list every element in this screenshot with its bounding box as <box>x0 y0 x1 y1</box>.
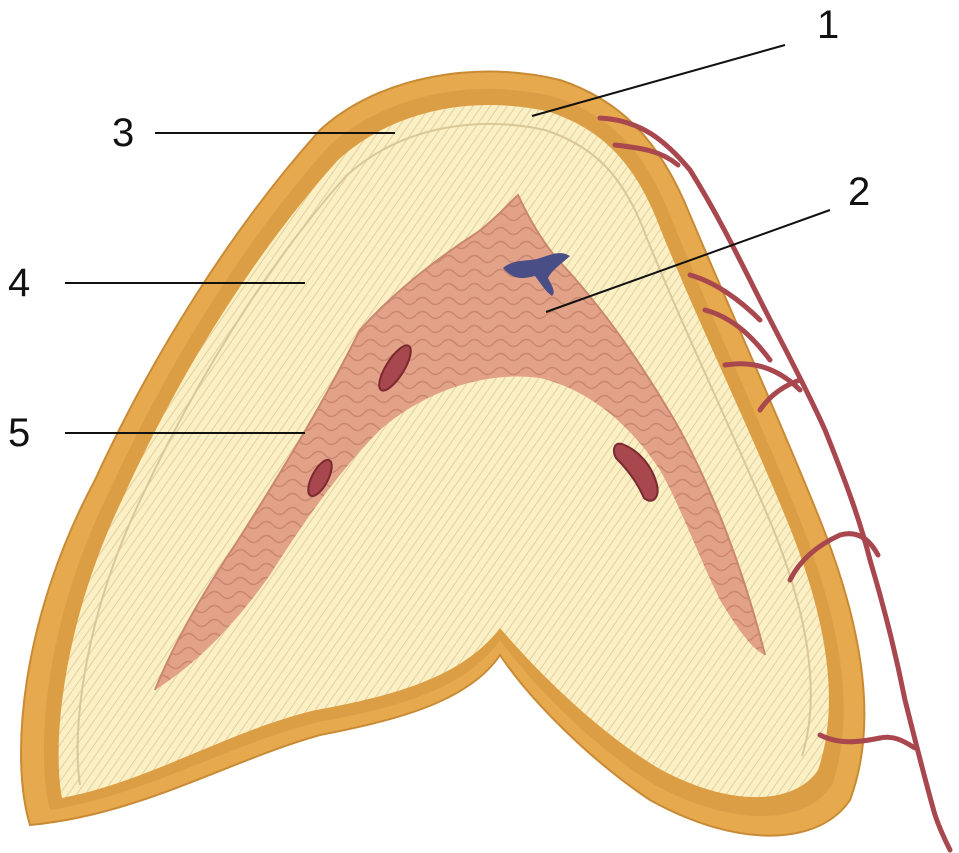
callout-label-5: 5 <box>8 411 30 455</box>
leader-line-1 <box>532 45 785 116</box>
callout-label-4: 4 <box>8 261 30 305</box>
callout-label-2: 2 <box>848 170 870 214</box>
callout-label-1: 1 <box>817 3 839 47</box>
callout-label-3: 3 <box>112 111 134 155</box>
